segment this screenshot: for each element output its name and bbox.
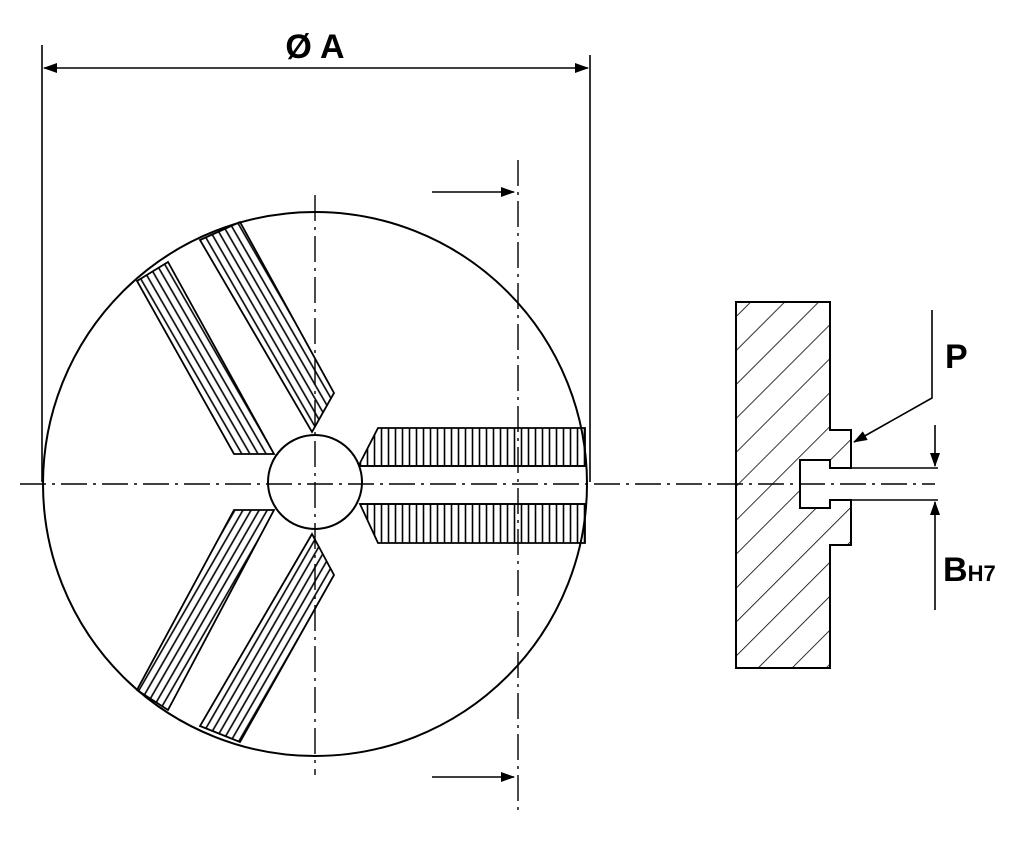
section-indicator <box>432 160 519 810</box>
jaw-lower-left-inner <box>198 532 336 744</box>
jaw-lower-left-outer <box>135 509 276 712</box>
section-body <box>735 301 852 669</box>
bore-tolerance: H7 <box>968 561 996 586</box>
pitch-callout: P <box>853 310 968 443</box>
bore-label: BH7 <box>943 551 996 589</box>
jaw-right-upper <box>359 427 586 467</box>
jaw-lower-left <box>135 509 336 744</box>
bore-dimension: BH7 <box>930 425 996 610</box>
diameter-label: Ø A <box>285 28 344 66</box>
jaw-right-lower <box>358 503 586 544</box>
jaw-right <box>358 427 586 544</box>
pitch-label: P <box>945 338 968 376</box>
diameter-dimension: Ø A <box>41 28 591 482</box>
jaw-upper-left-outer <box>135 260 276 455</box>
chuck-side-section <box>735 301 938 669</box>
chuck-front-view <box>20 195 935 775</box>
jaw-upper-left-inner <box>198 220 336 434</box>
bore-letter: B <box>943 551 968 589</box>
pitch-leader <box>853 310 933 443</box>
jaw-upper-left <box>135 220 336 455</box>
